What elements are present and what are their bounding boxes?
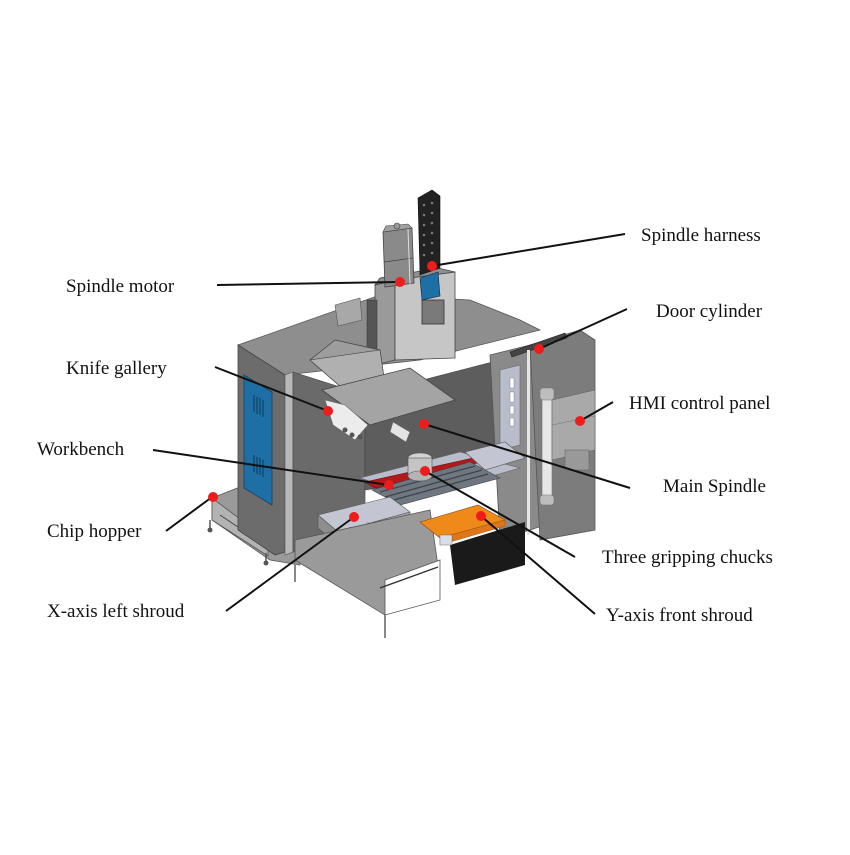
marker-spindle-motor (395, 277, 405, 287)
label-spindle-motor: Spindle motor (66, 276, 175, 297)
label-hmi-control-panel: HMI control panel (629, 393, 771, 414)
marker-knife-gallery (323, 406, 333, 416)
leader-spindle-harness (431, 233, 626, 267)
leader-y-axis-shroud (480, 515, 596, 615)
leader-workbench (152, 449, 390, 486)
marker-workbench (384, 480, 394, 490)
leader-door-cylinder (538, 308, 628, 350)
label-workbench: Workbench (37, 439, 125, 460)
leader-lines (152, 233, 631, 615)
label-y-axis-front-shroud: Y-axis front shroud (606, 605, 753, 626)
marker-x-axis-shroud (349, 512, 359, 522)
right-enclosure (489, 329, 596, 541)
label-main-spindle: Main Spindle (663, 476, 766, 497)
marker-spindle-harness (427, 261, 437, 271)
marker-three-chucks (420, 466, 430, 476)
knife-gallery-part (309, 339, 456, 443)
label-door-cylinder: Door cylinder (656, 301, 763, 322)
marker-y-axis-shroud (476, 511, 486, 521)
leader-chip-hopper (165, 496, 213, 532)
label-spindle-harness: Spindle harness (641, 225, 761, 246)
label-three-gripping-chucks: Three gripping chucks (602, 547, 773, 568)
label-x-axis-left-shroud: X-axis left shroud (47, 601, 185, 622)
marker-door-cylinder (534, 344, 544, 354)
leader-x-axis-shroud (225, 516, 355, 612)
label-knife-gallery: Knife gallery (66, 358, 167, 379)
marker-chip-hopper (208, 492, 218, 502)
label-chip-hopper: Chip hopper (47, 521, 142, 542)
leader-main-spindle (423, 423, 631, 489)
leader-three-chucks (424, 470, 576, 558)
left-enclosure (237, 294, 542, 556)
leader-hmi-panel (579, 401, 614, 422)
leader-spindle-motor (216, 281, 401, 286)
markers (208, 261, 585, 522)
leader-knife-gallery (214, 366, 329, 412)
marker-main-spindle (419, 419, 429, 429)
marker-hmi-panel (575, 416, 585, 426)
